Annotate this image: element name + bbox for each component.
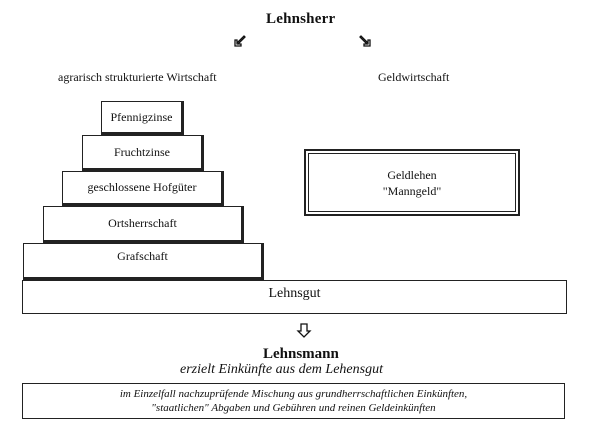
arrow-down-icon — [296, 323, 312, 343]
fief-label: Lehnsgut — [268, 286, 321, 301]
pyramid-level-label: Fruchtzinse — [114, 144, 170, 159]
vassal-title: Lehnsmann — [263, 346, 339, 362]
money-fief-box: Geldlehen "Manngeld" — [304, 149, 520, 216]
pyramid-level-label: Pfennigzinse — [110, 109, 173, 124]
fief-bar: Lehnsgut — [22, 280, 567, 314]
right-branch-label: Geldwirtschaft — [378, 70, 450, 84]
arrow-down-left-icon — [232, 34, 248, 54]
pyramid-level-fruchtzinse: Fruchtzinse — [82, 135, 204, 171]
pyramid-level-grafschaft: Grafschaft — [23, 243, 264, 280]
arrow-down-right-icon — [357, 34, 373, 54]
money-fief-line2: "Manngeld" — [382, 183, 442, 198]
money-fief-inner: Geldlehen "Manngeld" — [308, 153, 516, 212]
pyramid-level-label: geschlossene Hofgüter — [87, 180, 197, 194]
income-mixture-box: im Einzelfall nachzuprüfende Mischung au… — [22, 383, 565, 419]
lord-title: Lehnsherr — [266, 11, 336, 27]
pyramid-level-hofgueter: geschlossene Hofgüter — [62, 171, 224, 206]
income-mixture-line2: "staatlichen" Abgaben und Gebühren und r… — [151, 402, 436, 414]
pyramid-level-label: Grafschaft — [117, 249, 168, 263]
money-fief-line1: Geldlehen — [387, 167, 437, 182]
pyramid-level-label: Ortsherrschaft — [108, 216, 177, 230]
left-branch-label: agrarisch strukturierte Wirtschaft — [58, 70, 217, 84]
pyramid-level-pfennigzinse: Pfennigzinse — [101, 101, 184, 135]
pyramid-level-ortsherrschaft: Ortsherrschaft — [43, 206, 244, 243]
vassal-earns-text: erzielt Einkünfte aus dem Lehensgut — [180, 362, 383, 377]
income-mixture-line1: im Einzelfall nachzuprüfende Mischung au… — [119, 388, 468, 400]
